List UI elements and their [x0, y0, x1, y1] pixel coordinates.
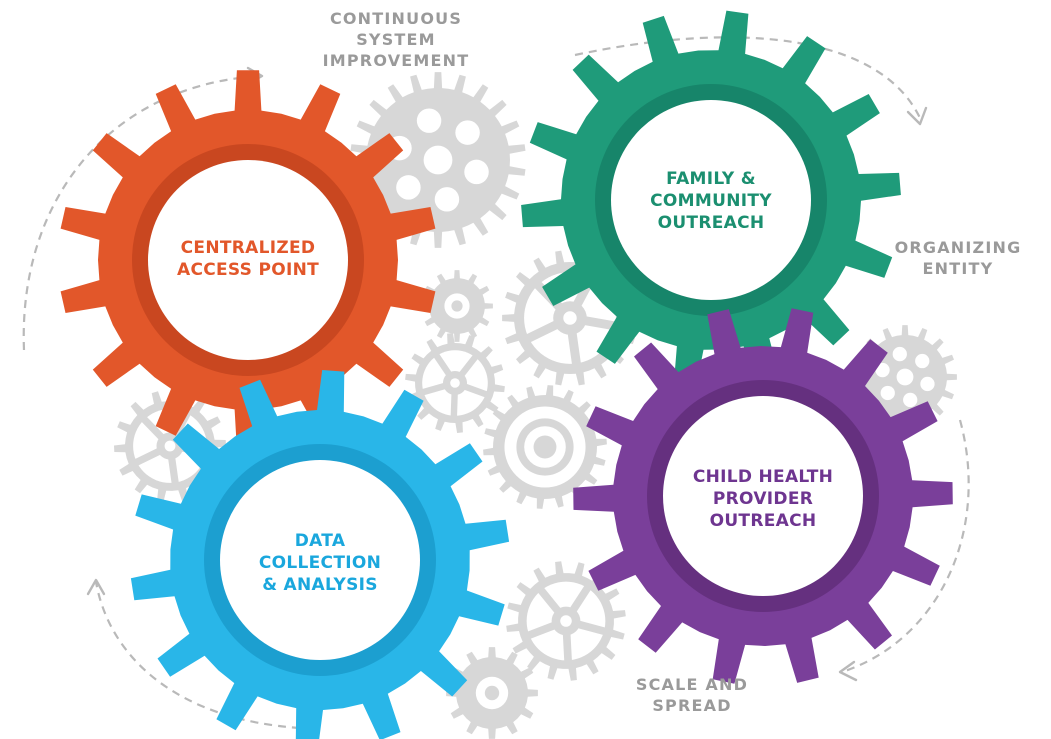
decorative-gear-small-center: [421, 270, 493, 342]
decorative-gear-small-middle: [405, 333, 505, 433]
decorative-gears: [114, 72, 957, 739]
continuous-system-improvement-label-line: CONTINUOUS: [330, 9, 462, 28]
organizing-entity-label-line: ORGANIZING: [895, 238, 1022, 257]
arrow-bottom-left: [94, 581, 301, 730]
decorative-gear-bottom-small: [446, 647, 538, 739]
continuous-system-improvement-label-line: IMPROVEMENT: [323, 51, 470, 70]
scale-and-spread-label: SCALE AND SPREAD: [636, 675, 748, 715]
family-community-outreach-label-line: OUTREACH: [658, 213, 765, 233]
child-health-provider-outreach-label-line: OUTREACH: [710, 511, 817, 531]
scale-and-spread-label-line: SPREAD: [652, 696, 731, 715]
organizing-entity-label-line: ENTITY: [923, 259, 994, 278]
child-health-provider-outreach-label-line: PROVIDER: [713, 489, 813, 509]
arrow-top-right: [574, 36, 921, 119]
outer-labels: CONTINUOUS SYSTEM IMPROVEMENT ORGANIZING ENT…: [323, 9, 1022, 715]
centralized-access-point-label-line: ACCESS POINT: [177, 260, 319, 280]
data-collection-analysis-label-line: & ANALYSIS: [262, 575, 378, 595]
child-health-provider-outreach-label-line: CHILD HEALTH: [693, 467, 833, 487]
decorative-gear-center-lower: [483, 385, 607, 509]
data-collection-analysis-label-line: DATA: [295, 531, 346, 551]
arrow-bottom-right: [841, 419, 970, 674]
continuous-system-improvement-label: CONTINUOUS SYSTEM IMPROVEMENT: [323, 9, 470, 70]
scale-and-spread-label-line: SCALE AND: [636, 675, 748, 694]
data-collection-analysis-label-line: COLLECTION: [259, 553, 381, 573]
organizing-entity-label: ORGANIZING ENTITY: [895, 238, 1022, 278]
arrowhead-bottom-right: [838, 660, 858, 682]
family-community-outreach-label-line: FAMILY &: [666, 169, 756, 189]
decorative-gear-bottom-center: [506, 561, 626, 681]
centralized-access-point-label-line: CENTRALIZED: [181, 238, 316, 258]
decorative-gear-large-top: [350, 72, 526, 248]
family-community-outreach-label-line: COMMUNITY: [650, 191, 772, 211]
arrowhead-top-right: [906, 106, 928, 126]
arrow-top-left: [22, 74, 261, 351]
arrowhead-bottom-left: [86, 578, 106, 596]
cycle-arrows: [22, 36, 970, 730]
continuous-system-improvement-label-line: SYSTEM: [356, 30, 436, 49]
